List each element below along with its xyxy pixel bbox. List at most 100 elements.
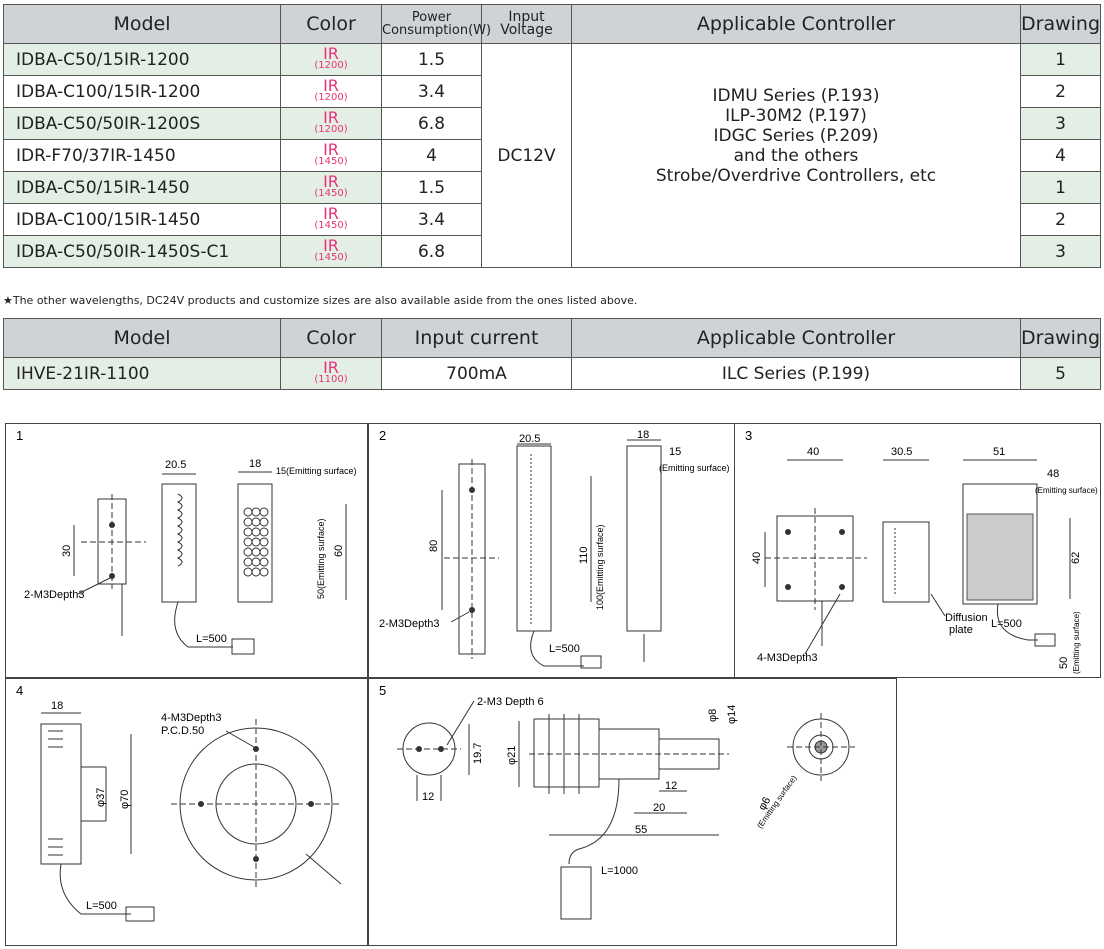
header-color: Color bbox=[280, 318, 382, 358]
svg-text:(Emitting surface): (Emitting surface) bbox=[659, 463, 730, 473]
svg-text:L=500: L=500 bbox=[196, 633, 227, 645]
cell-drawing: 3 bbox=[1020, 107, 1101, 140]
svg-text:L=1000: L=1000 bbox=[601, 865, 638, 877]
drawing-3: 3 40 40 4-M3Depth3 30.5 Diffusion plate … bbox=[745, 428, 1098, 674]
svg-text:φ37: φ37 bbox=[95, 788, 107, 807]
svg-text:(Emitting surface): (Emitting surface) bbox=[1072, 611, 1081, 674]
header-model: Model bbox=[3, 318, 281, 358]
cell-color: IR(1200) bbox=[280, 107, 382, 140]
svg-text:15: 15 bbox=[669, 446, 681, 458]
svg-text:2-M3Depth3: 2-M3Depth3 bbox=[24, 589, 85, 601]
svg-text:15(Emitting surface): 15(Emitting surface) bbox=[276, 466, 357, 476]
svg-text:plate: plate bbox=[949, 624, 973, 636]
header-drawing: Drawing bbox=[1020, 4, 1101, 44]
cell-controller: ILC Series (P.199) bbox=[571, 357, 1021, 390]
drawing-4: 4 18 φ37 φ70 L=500 4-M3Depth3 P.C.D.50 bbox=[16, 683, 342, 922]
cell-voltage: DC12V bbox=[481, 43, 572, 268]
controller-line: IDMU Series (P.193) bbox=[712, 85, 880, 106]
svg-text:P.C.D.50: P.C.D.50 bbox=[161, 725, 204, 737]
cell-model: IDBA-C100/15IR-1450 bbox=[3, 203, 281, 236]
svg-text:L=500: L=500 bbox=[991, 618, 1022, 630]
svg-text:1: 1 bbox=[16, 428, 23, 443]
header-controller: Applicable Controller bbox=[571, 4, 1021, 44]
svg-text:12: 12 bbox=[665, 780, 677, 792]
svg-text:φ70: φ70 bbox=[119, 790, 131, 809]
svg-text:40: 40 bbox=[807, 446, 819, 458]
cell-color: IR(1200) bbox=[280, 75, 382, 108]
svg-text:φ6: φ6 bbox=[756, 795, 773, 812]
cell-model: IDBA-C100/15IR-1200 bbox=[3, 75, 281, 108]
header-row: Model Color Input current Applicable Con… bbox=[3, 318, 1101, 358]
drawing-panel-1: 1 30 2-M3Depth3 20.5 L=500 18 15(Emittin… bbox=[5, 423, 368, 678]
controller-line: Strobe/Overdrive Controllers, etc bbox=[655, 165, 937, 186]
cell-power: 6.8 bbox=[381, 235, 482, 268]
cell-color: IR(1450) bbox=[280, 139, 382, 172]
svg-text:30: 30 bbox=[61, 545, 73, 557]
svg-text:18: 18 bbox=[51, 700, 63, 712]
svg-text:4: 4 bbox=[16, 683, 23, 698]
svg-text:50(Emitting surface): 50(Emitting surface) bbox=[316, 518, 326, 599]
svg-text:80: 80 bbox=[428, 540, 440, 552]
drawing-2: 2 80 2-M3Depth3 20.5 L=500 110 100(Emitt… bbox=[379, 428, 730, 669]
cell-power: 1.5 bbox=[381, 43, 482, 76]
table-row: IHVE-21IR-1100 IR(1100) 700mA ILC Series… bbox=[3, 357, 1101, 390]
cell-drawing: 2 bbox=[1020, 203, 1101, 236]
svg-text:12: 12 bbox=[422, 791, 434, 803]
cell-power: 4 bbox=[381, 139, 482, 172]
controller-line: IDGC Series (P.209) bbox=[713, 125, 879, 146]
cell-color: IR(1450) bbox=[280, 171, 382, 204]
svg-text:3: 3 bbox=[745, 428, 752, 443]
svg-text:4-M3Depth3: 4-M3Depth3 bbox=[757, 652, 818, 664]
svg-text:Diffusion: Diffusion bbox=[945, 612, 988, 624]
svg-text:60: 60 bbox=[333, 545, 345, 557]
svg-text:φ8: φ8 bbox=[707, 709, 719, 722]
svg-text:48: 48 bbox=[1047, 468, 1059, 480]
cell-model: IDBA-C50/15IR-1450 bbox=[3, 171, 281, 204]
cell-model: IDBA-C50/50IR-1200S bbox=[3, 107, 281, 140]
cell-controller: IDMU Series (P.193)ILP-30M2 (P.197)IDGC … bbox=[571, 43, 1021, 268]
svg-text:L=500: L=500 bbox=[549, 643, 580, 655]
controller-line: and the others bbox=[733, 145, 859, 166]
cell-current: 700mA bbox=[381, 357, 572, 390]
spec-table-current: Model Color Input current Applicable Con… bbox=[3, 318, 1101, 390]
svg-text:φ14: φ14 bbox=[726, 705, 738, 724]
svg-text:51: 51 bbox=[993, 446, 1005, 458]
header-current: Input current bbox=[381, 318, 572, 358]
header-model: Model bbox=[3, 4, 281, 44]
svg-text:2-M3 Depth 6: 2-M3 Depth 6 bbox=[477, 696, 544, 708]
header-controller: Applicable Controller bbox=[571, 318, 1021, 358]
svg-text:19.7: 19.7 bbox=[472, 743, 484, 764]
svg-text:20.5: 20.5 bbox=[165, 459, 186, 471]
cell-drawing: 3 bbox=[1020, 235, 1101, 268]
svg-text:4-M3Depth3: 4-M3Depth3 bbox=[161, 712, 222, 724]
svg-text:φ21: φ21 bbox=[506, 746, 518, 765]
drawing-panel-3: 3 40 40 4-M3Depth3 30.5 Diffusion plate … bbox=[734, 423, 1101, 678]
svg-text:20: 20 bbox=[653, 802, 665, 814]
cell-model: IDR-F70/37IR-1450 bbox=[3, 139, 281, 172]
svg-text:100(Emitting surface): 100(Emitting surface) bbox=[595, 524, 605, 610]
drawing-panel-5: 5 12 19.7 2-M3 Depth 6 φ21 φ8 φ14 12 20 … bbox=[368, 678, 897, 946]
header-drawing: Drawing bbox=[1020, 318, 1101, 358]
cell-power: 3.4 bbox=[381, 75, 482, 108]
cell-drawing: 1 bbox=[1020, 171, 1101, 204]
svg-text:2-M3Depth3: 2-M3Depth3 bbox=[379, 618, 440, 630]
svg-text:50: 50 bbox=[1058, 657, 1070, 669]
svg-text:L=500: L=500 bbox=[86, 900, 117, 912]
svg-text:55: 55 bbox=[635, 824, 647, 836]
cell-power: 1.5 bbox=[381, 171, 482, 204]
svg-text:30.5: 30.5 bbox=[891, 446, 912, 458]
cell-power: 3.4 bbox=[381, 203, 482, 236]
header-voltage: Input Voltage bbox=[481, 4, 572, 44]
svg-text:40: 40 bbox=[751, 552, 763, 564]
drawing-5: 5 12 19.7 2-M3 Depth 6 φ21 φ8 φ14 12 20 … bbox=[379, 683, 855, 920]
cell-color: IR(1450) bbox=[280, 203, 382, 236]
cell-model: IDBA-C50/15IR-1200 bbox=[3, 43, 281, 76]
svg-text:62: 62 bbox=[1070, 552, 1082, 564]
cell-power: 6.8 bbox=[381, 107, 482, 140]
cell-model: IDBA-C50/50IR-1450S-C1 bbox=[3, 235, 281, 268]
